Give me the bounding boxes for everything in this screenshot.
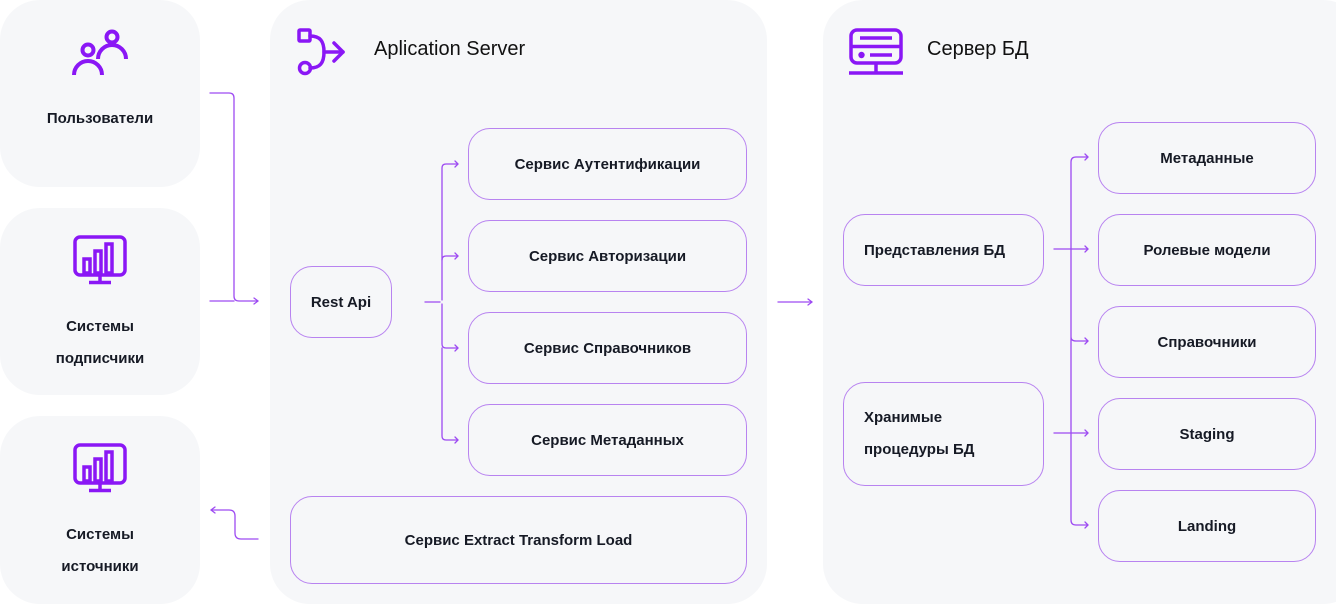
arrow-head [807,298,813,306]
actor-subscriber-systems-label: Системы подписчики [55,318,145,367]
app-server-title: Aplication Server [374,38,526,60]
db-views-box[interactable]: Представления БД [843,214,1044,286]
rest-api-box[interactable]: Rest Api [290,266,392,338]
actor-subscriber-systems-panel [0,208,200,395]
service-etl-box[interactable]: Сервис Extract Transform Load [290,496,747,584]
db-target-dictionaries-box[interactable]: Справочники [1098,306,1316,378]
actor-users-panel [0,0,200,187]
monitor-chart-icon [73,443,127,493]
server-icon [849,28,903,75]
actor-users-label: Пользователи [46,110,154,127]
db-stored-procedures-box[interactable]: Хранимые процедуры БД [843,382,1044,486]
monitor-chart-icon [73,235,127,285]
db-server-title: Сервер БД [927,38,1029,60]
actor-source-systems-panel [0,416,200,604]
db-target-metadata-box[interactable]: Метаданные [1098,122,1316,194]
arrow-head [210,506,216,514]
connector-users-to-api [209,92,259,302]
db-target-landing-box[interactable]: Landing [1098,490,1316,562]
flow-merge-icon [297,28,345,76]
arrow-head [253,297,259,305]
db-target-staging-box[interactable]: Staging [1098,398,1316,470]
service-authentication-box[interactable]: Сервис Аутентификации [468,128,747,200]
service-authorization-box[interactable]: Сервис Авторизации [468,220,747,292]
db-target-role-models-box[interactable]: Ролевые модели [1098,214,1316,286]
actor-source-systems-label: Системы источники [61,526,139,575]
connector-etl-to-sources [210,509,259,540]
service-metadata-box[interactable]: Сервис Метаданных [468,404,747,476]
service-dictionaries-box[interactable]: Сервис Справочников [468,312,747,384]
users-icon [72,29,128,76]
